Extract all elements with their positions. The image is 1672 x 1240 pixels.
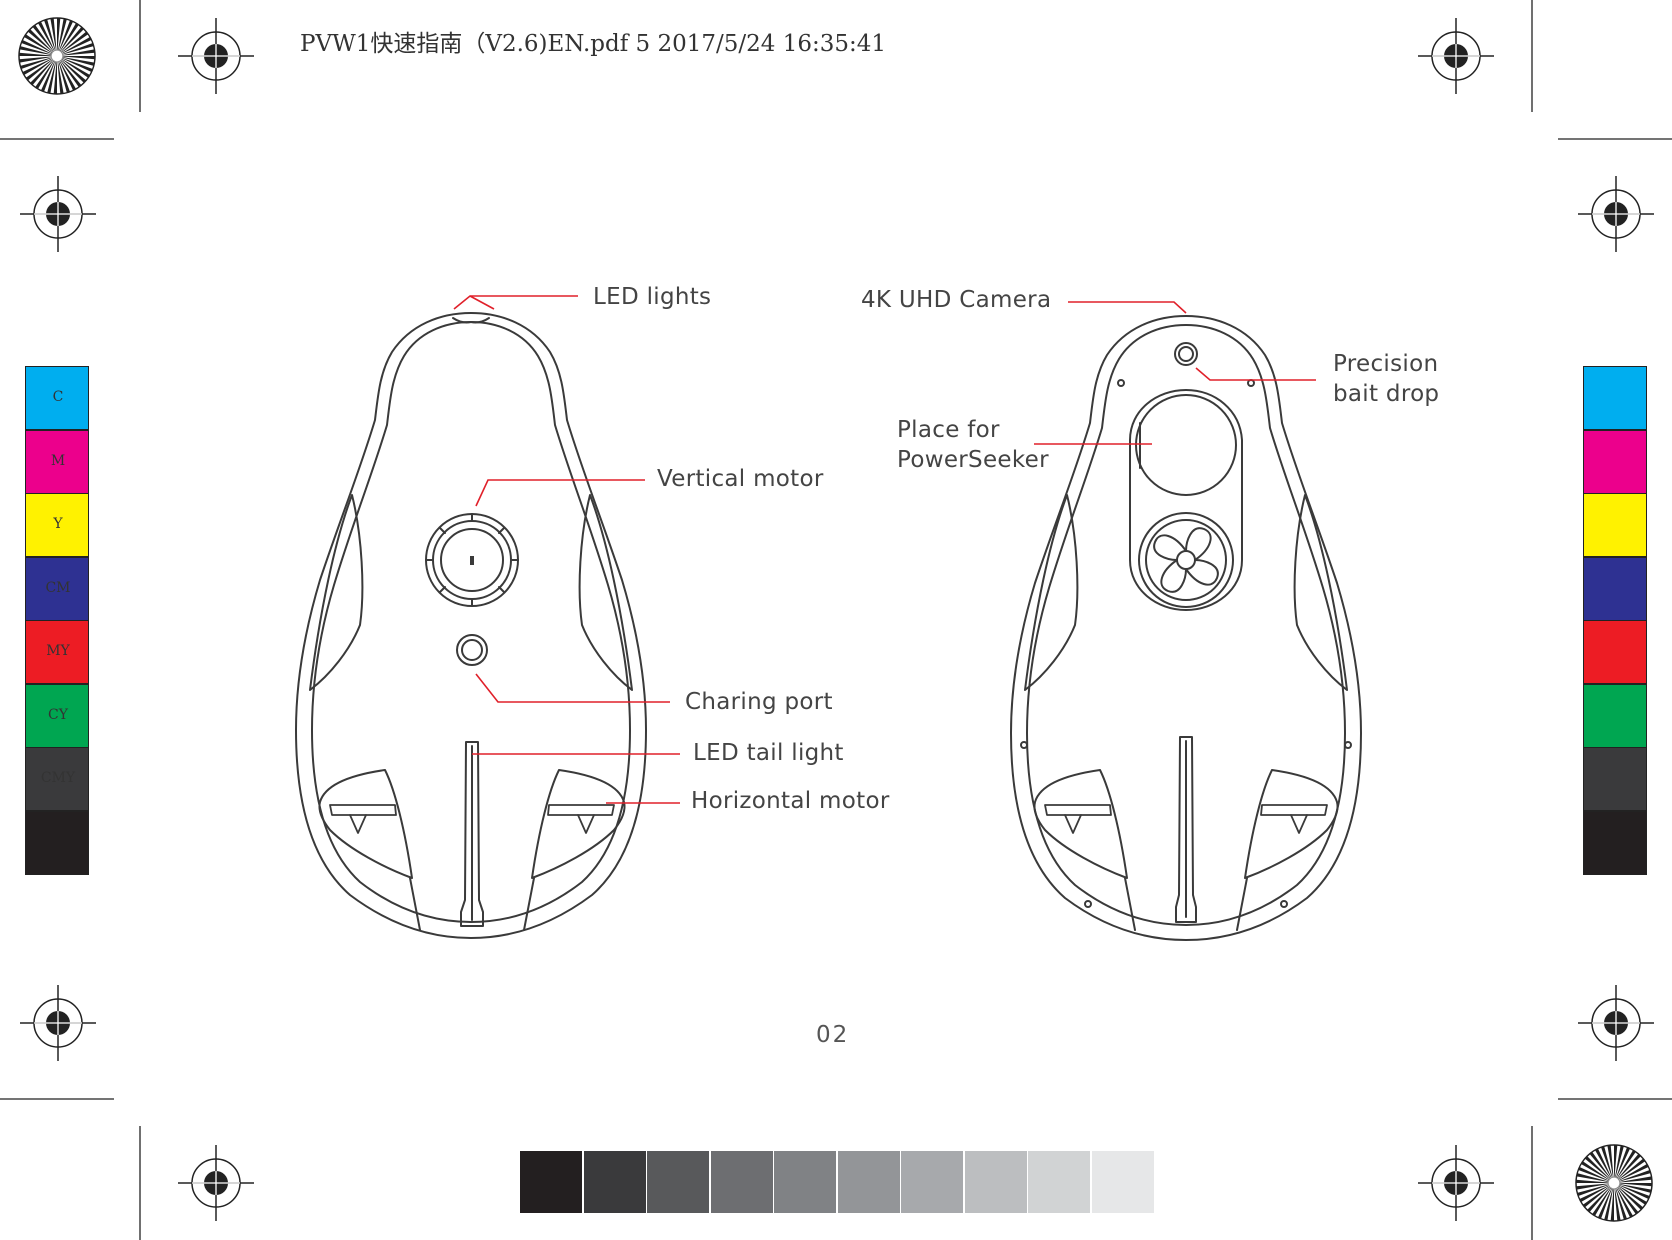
leader-bait-drop	[1195, 367, 1316, 381]
drone-top-view	[295, 312, 647, 939]
color-swatch	[25, 810, 89, 875]
gray-swatch	[520, 1151, 582, 1213]
color-swatch-label: MY	[46, 643, 70, 659]
color-swatch: M	[25, 429, 89, 494]
star-target-mark	[18, 17, 96, 95]
color-swatch	[1583, 556, 1647, 621]
registration-mark	[178, 1145, 254, 1221]
star-target-mark	[1575, 1144, 1653, 1222]
color-swatch: Y	[25, 493, 89, 557]
gray-swatch	[710, 1151, 773, 1213]
registration-mark	[20, 176, 96, 252]
gray-swatch	[964, 1151, 1027, 1213]
color-swatch-label: C	[52, 389, 64, 405]
registration-mark	[178, 18, 254, 94]
color-swatch	[1583, 683, 1647, 748]
label-powerseeker-2: PowerSeeker	[897, 447, 1049, 473]
color-swatch	[1583, 366, 1647, 430]
color-swatch-label: CY	[48, 706, 68, 723]
label-vertical-motor: Vertical motor	[657, 466, 824, 492]
drone-bottom-view	[1010, 315, 1362, 941]
color-swatch: MY	[25, 620, 89, 684]
registration-mark	[1578, 985, 1654, 1061]
color-swatch: CMY	[25, 747, 89, 811]
gray-swatch	[1028, 1151, 1090, 1213]
color-swatch-label: M	[50, 452, 66, 469]
color-swatch: CM	[25, 556, 89, 621]
registration-mark	[1418, 18, 1494, 94]
color-swatch	[1583, 493, 1647, 557]
registration-mark	[1418, 1145, 1494, 1221]
color-swatch	[1583, 620, 1647, 684]
leader-charging-port	[475, 673, 670, 703]
gray-swatch	[583, 1151, 646, 1213]
color-swatch-label: CM	[45, 579, 71, 596]
color-swatch-label: Y	[53, 516, 63, 532]
gray-swatch	[1091, 1151, 1154, 1213]
file-info-header: PVW1快速指南（V2.6)EN.pdf 5 2017/5/24 16:35:4…	[300, 31, 887, 57]
gray-swatch	[774, 1151, 836, 1213]
color-swatch: C	[25, 366, 89, 430]
registration-mark	[1578, 176, 1654, 252]
label-horizontal-motor: Horizontal motor	[691, 788, 890, 814]
gray-swatch	[647, 1151, 709, 1213]
callout-leader-lines	[453, 295, 1316, 804]
gray-swatch	[901, 1151, 963, 1213]
page-number: 02	[816, 1022, 850, 1048]
label-bait-drop-2: bait drop	[1333, 381, 1440, 407]
label-camera: 4K UHD Camera	[861, 287, 1052, 313]
label-powerseeker-1: Place for	[897, 417, 1000, 443]
color-swatch-label: CMY	[40, 770, 76, 786]
leader-vertical-motor	[475, 479, 645, 507]
label-led-tail-light: LED tail light	[693, 740, 844, 766]
gray-swatch	[837, 1151, 900, 1213]
label-bait-drop-1: Precision	[1333, 351, 1439, 377]
label-charging-port: Charing port	[685, 689, 833, 715]
leader-camera	[1068, 301, 1187, 314]
color-swatch	[1583, 810, 1647, 875]
color-swatch	[1583, 429, 1647, 494]
label-led-lights: LED lights	[593, 284, 712, 310]
registration-mark	[20, 985, 96, 1061]
leader-led-lights-b	[469, 295, 495, 310]
